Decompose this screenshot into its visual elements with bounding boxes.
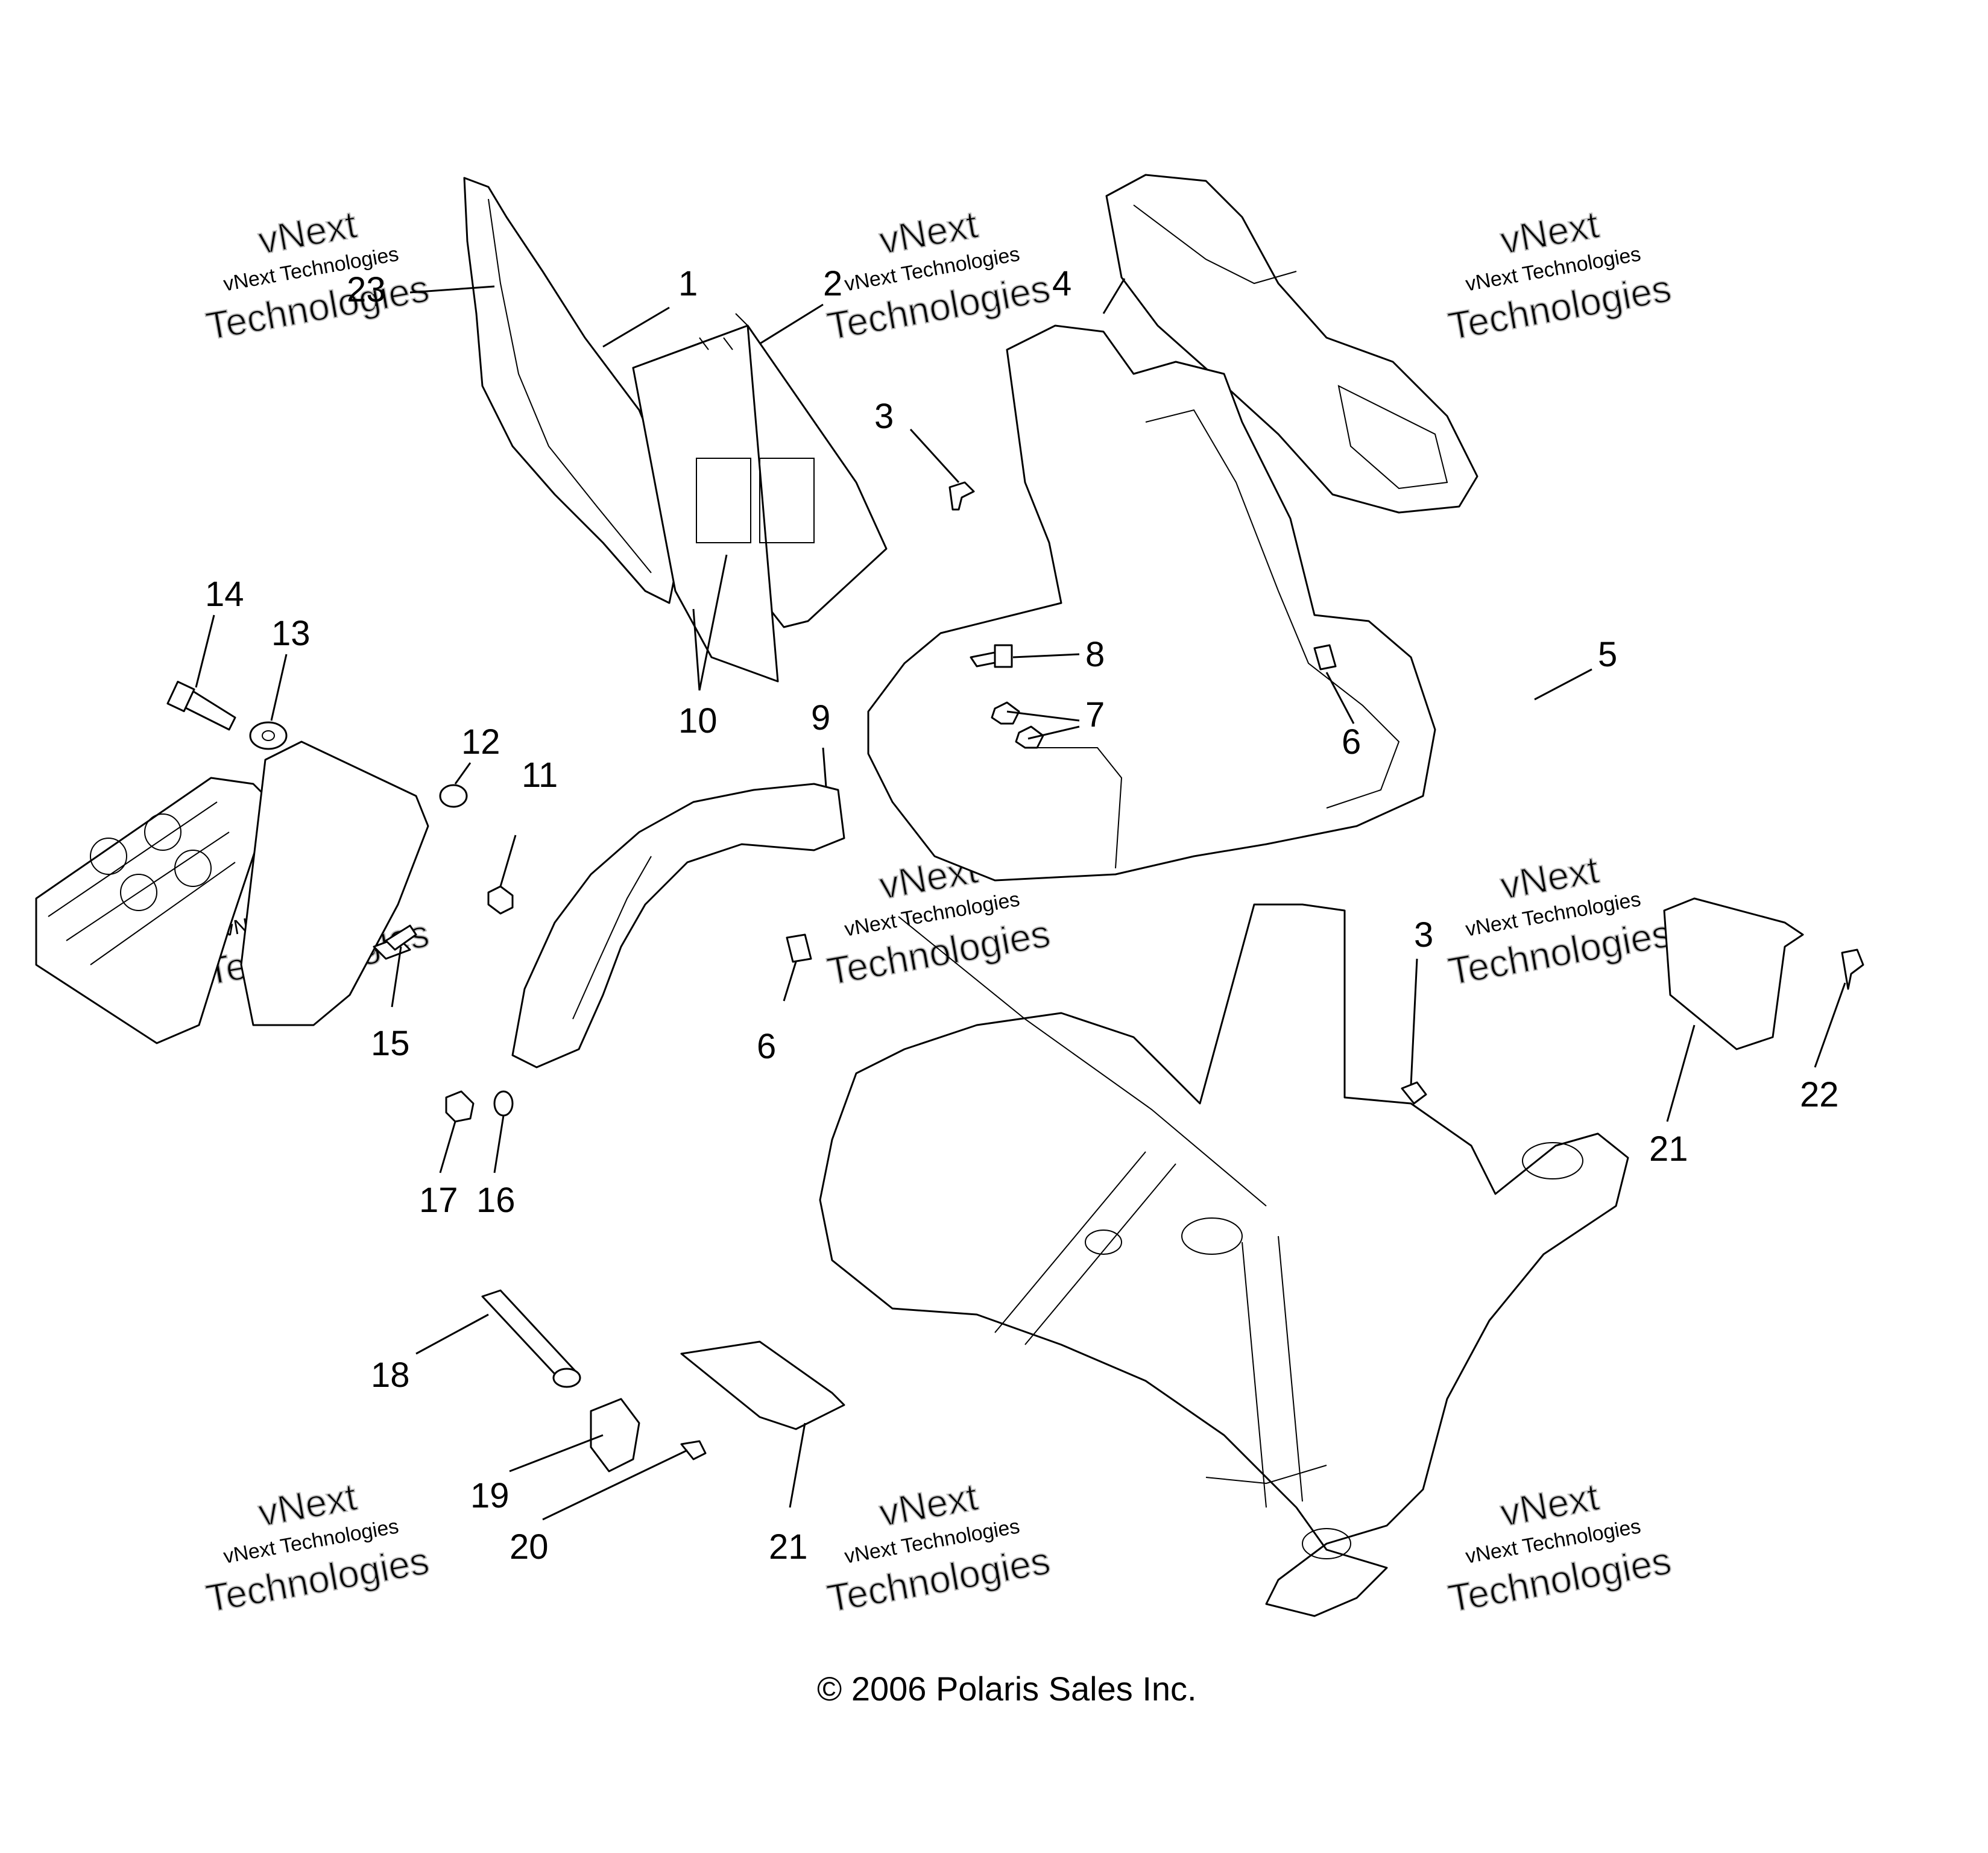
callout-11: 11 [522, 756, 558, 795]
callout-20: 20 [510, 1527, 549, 1567]
callout-16: 16 [476, 1181, 516, 1220]
callout-21-bottom: 21 [769, 1527, 808, 1567]
part-21-shield-right [1663, 897, 1804, 1050]
part-14-bolt [166, 681, 236, 731]
part-4-seat [1105, 174, 1478, 514]
part-6-clip-a [1313, 644, 1337, 671]
part-5-fender-body [867, 324, 1436, 882]
callout-13: 13 [271, 614, 311, 653]
callout-1: 1 [678, 264, 698, 303]
part-13-washer [249, 721, 288, 750]
part-11-nut [487, 885, 514, 915]
part-16-washer [493, 1090, 514, 1117]
callout-3-upper: 3 [874, 397, 894, 436]
part-17-nut [445, 1090, 475, 1123]
part-12-washer [439, 784, 468, 808]
callout-17: 17 [419, 1181, 458, 1220]
part-19-bracket [590, 1398, 640, 1473]
part-18-tube [481, 1289, 581, 1388]
callout-9: 9 [811, 698, 830, 737]
part-22-rivet [1841, 949, 1864, 990]
callout-12: 12 [461, 722, 500, 762]
watermark-top-right: vNext vNext Technologies Technologies [1444, 202, 1674, 349]
copyright-notice: © 2006 Polaris Sales Inc. [817, 1670, 1197, 1708]
callout-10: 10 [678, 701, 718, 740]
callout-6-lower: 6 [757, 1027, 776, 1066]
callout-15: 15 [371, 1024, 410, 1063]
callout-21-right: 21 [1649, 1129, 1688, 1169]
watermark-mid-right: vNext vNext Technologies Technologies [1444, 847, 1674, 994]
callout-5: 5 [1598, 635, 1617, 674]
part-7-nuts [991, 701, 1044, 749]
callout-19: 19 [470, 1476, 510, 1515]
frame-assembly [819, 903, 1629, 1617]
callout-7: 7 [1085, 695, 1105, 734]
part-3-push-rivet-b [1401, 1081, 1427, 1105]
watermark-top-left: vNext vNext Technologies Technologies [202, 202, 432, 349]
watermark-bottom-center: vNext vNext Technologies Technologies [823, 1474, 1053, 1621]
callout-8: 8 [1085, 635, 1105, 674]
floorboard-assembly [35, 740, 429, 1044]
part-1-side-panel [463, 177, 683, 604]
part-2-footwell-panel [632, 313, 888, 683]
callout-18: 18 [371, 1356, 410, 1395]
callout-labels: 1 2 3 4 5 6 7 8 9 10 11 12 13 14 15 16 1… [205, 264, 1839, 1567]
part-9-fender-flare [511, 783, 845, 1069]
callout-23: 23 [347, 270, 386, 309]
watermark-bottom-right: vNext vNext Technologies Technologies [1444, 1474, 1674, 1621]
callout-6-upper: 6 [1342, 722, 1361, 762]
callout-2: 2 [823, 264, 842, 303]
callout-4: 4 [1052, 264, 1071, 303]
callout-22: 22 [1800, 1075, 1839, 1114]
part-21-shield-bottom [680, 1340, 845, 1430]
part-3-push-rivet-a [948, 481, 975, 511]
part-6-clip-b [786, 933, 812, 963]
part-20-rivet [680, 1440, 707, 1460]
part-15-bolt [373, 924, 417, 960]
watermark-bottom-left: vNext vNext Technologies Technologies [202, 1474, 432, 1621]
leader-lines [195, 278, 1846, 1521]
callout-14: 14 [205, 575, 244, 614]
callout-3-lower: 3 [1414, 915, 1433, 955]
watermark-top-center: vNext vNext Technologies Technologies [823, 202, 1053, 349]
part-8-bolt [970, 644, 1013, 668]
